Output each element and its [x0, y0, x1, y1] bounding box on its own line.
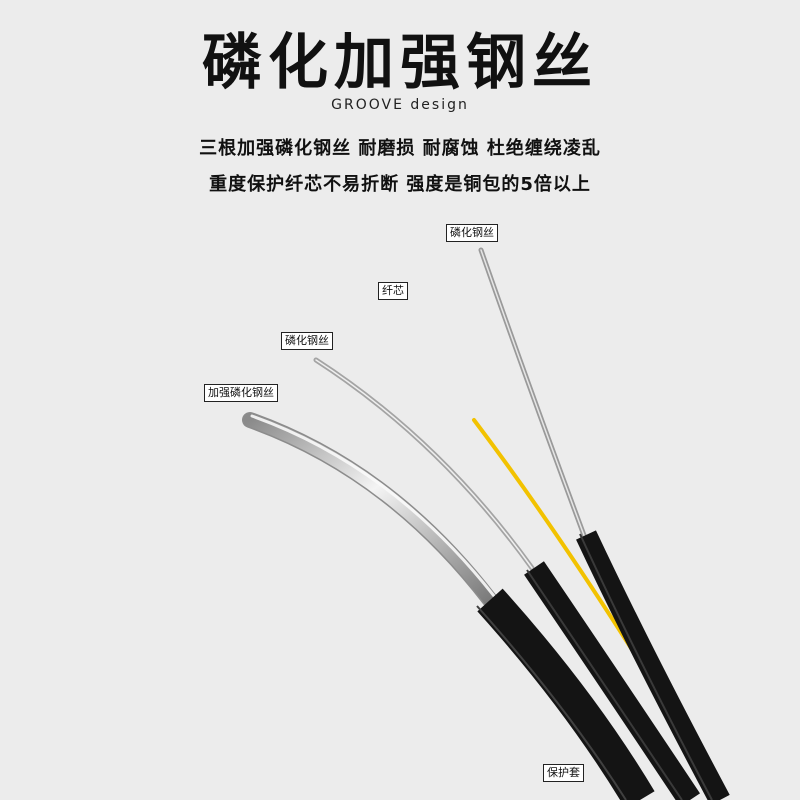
jacket-right	[576, 530, 730, 800]
description-line-1: 三根加强磷化钢丝 耐磨损 耐腐蚀 杜绝缠绕凌乱	[199, 138, 601, 159]
description-line-2: 重度保护纤芯不易折断 强度是铜包的5倍以上	[209, 174, 591, 195]
page-title: 磷化加强钢丝	[202, 28, 598, 98]
label-wire-top: 磷化钢丝	[446, 224, 498, 242]
label-fiber: 纤芯	[378, 282, 408, 300]
jacket-middle	[524, 561, 700, 800]
label-jacket: 保护套	[543, 764, 584, 782]
jacket-main	[477, 588, 655, 800]
strength-steel-wire	[242, 412, 498, 608]
label-strength-wire: 加强磷化钢丝	[204, 384, 278, 402]
label-wire-mid: 磷化钢丝	[281, 332, 333, 350]
page-subtitle: GROOVE design	[331, 97, 469, 113]
